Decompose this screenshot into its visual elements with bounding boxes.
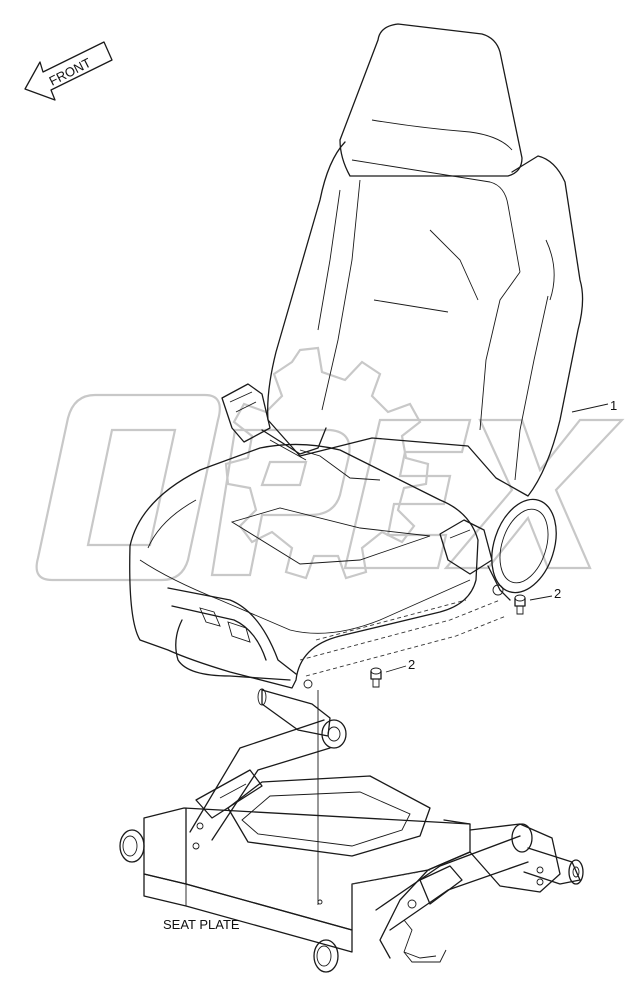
seat-belt-buckle: [221, 383, 327, 461]
callout-1-number: 1: [610, 398, 617, 413]
bolt-rear-icon: [514, 594, 526, 615]
seat-cushion: [129, 443, 507, 689]
callout-leader-bolt-rear: [529, 595, 553, 601]
opex-watermark: [35, 346, 625, 582]
front-label: FRONT: [47, 55, 94, 89]
callout-leader-bolt-front: [385, 665, 407, 673]
seat-plate-label: SEAT PLATE: [163, 917, 240, 932]
seat-plate-frame: [119, 688, 584, 973]
callout-2-number-rear: 2: [554, 586, 561, 601]
callout-2-number-front: 2: [408, 657, 415, 672]
seat-back: [267, 23, 609, 497]
armrest-pivot: [439, 498, 557, 601]
front-arrow-icon: FRONT: [24, 41, 113, 101]
bolt-front-icon: [370, 667, 382, 688]
